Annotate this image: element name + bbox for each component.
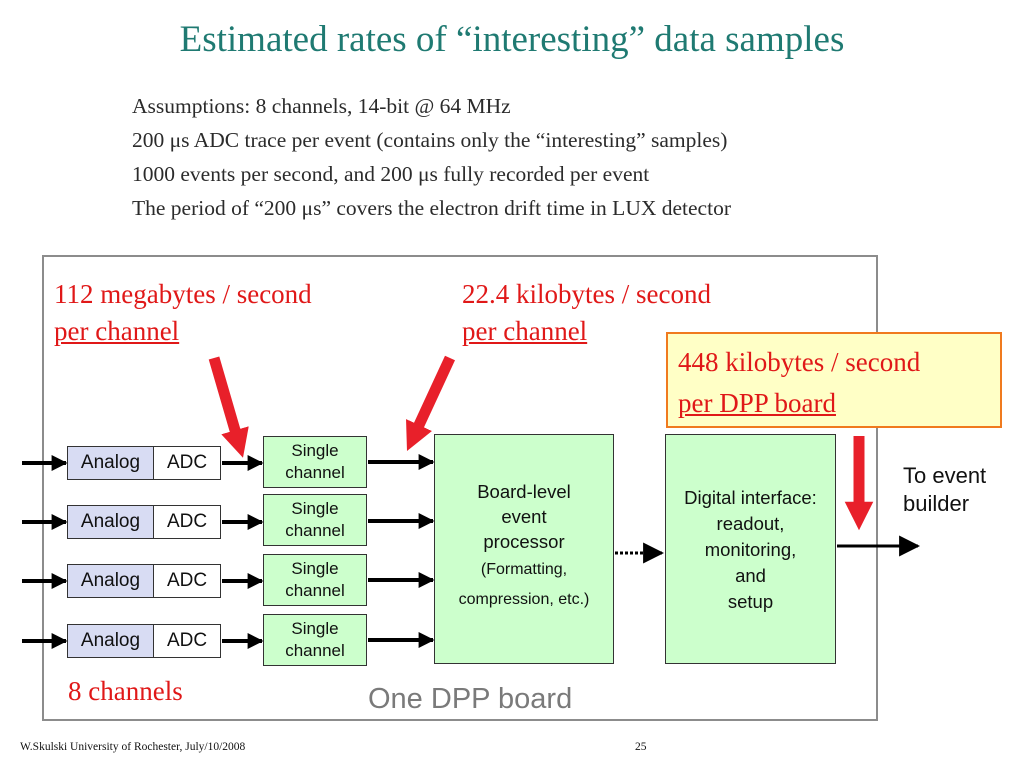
interface-line-3: monitoring, xyxy=(704,539,797,560)
single-channel-box-4: Single channel xyxy=(263,614,367,666)
single-channel-3-line1: Single xyxy=(291,559,339,578)
assumption-line-1: Assumptions: 8 channels, 14-bit @ 64 MHz xyxy=(132,94,511,118)
rate-adc-value: 112 megabytes / second xyxy=(54,279,312,309)
adc-box-4: ADC xyxy=(153,624,221,658)
dpp-board-panel xyxy=(42,255,878,721)
single-channel-3-line2: channel xyxy=(285,581,345,600)
footer-affiliation-text: Rochester, July/10/2008 xyxy=(133,741,246,753)
assumption-line-4: The period of “200 μs” covers the electr… xyxy=(132,196,731,220)
processor-line-1: Board-level xyxy=(477,481,571,502)
interface-line-5: setup xyxy=(727,591,774,612)
footer-page-number: 25 xyxy=(635,741,647,753)
single-channel-4-line1: Single xyxy=(291,619,339,638)
analog-box-4: Analog xyxy=(67,624,154,658)
analog-box-2: Analog xyxy=(67,505,154,539)
processor-line-4: (Formatting, xyxy=(480,561,568,578)
analog-box-3: Analog xyxy=(67,564,154,598)
analog-box-1: Analog xyxy=(67,446,154,480)
interface-line-1: Digital interface: xyxy=(684,487,817,508)
adc-box-2: ADC xyxy=(153,505,221,539)
single-channel-2-line1: Single xyxy=(291,499,339,518)
event-builder-label: To event builder xyxy=(903,462,986,518)
assumption-line-2: 200 μs ADC trace per event (contains onl… xyxy=(132,128,728,152)
processor-line-5: compression, etc.) xyxy=(458,591,590,608)
single-channel-1-line2: channel xyxy=(285,463,345,482)
adc-box-3: ADC xyxy=(153,564,221,598)
adc-box-1: ADC xyxy=(153,446,221,480)
single-channel-1-line1: Single xyxy=(291,441,339,460)
interface-line-4: and xyxy=(735,565,766,586)
rate-label-channel: 22.4 kilobytes / second per channel xyxy=(462,276,711,350)
footer-author-text: W.Skulski University of xyxy=(20,741,132,753)
rate-channel-value: 22.4 kilobytes / second xyxy=(462,279,711,309)
assumption-line-3: 1000 events per second, and 200 μs fully… xyxy=(132,162,650,186)
rate-channel-unit: per channel xyxy=(462,316,588,346)
footer-author: W.Skulski University of Rochester, July/… xyxy=(20,741,245,753)
event-processor-box: Board-level event processor (Formatting,… xyxy=(434,434,614,664)
single-channel-box-3: Single channel xyxy=(263,554,367,606)
channels-count-label: 8 channels xyxy=(68,676,183,706)
rate-board-value: 448 kilobytes / second xyxy=(678,347,921,377)
digital-interface-box: Digital interface: readout, monitoring, … xyxy=(665,434,836,664)
slide-title: Estimated rates of “interesting” data sa… xyxy=(179,19,845,60)
processor-line-2: event xyxy=(501,506,547,527)
rate-board-unit: per DPP board xyxy=(678,388,836,418)
event-builder-line-2: builder xyxy=(903,491,970,516)
interface-line-2: readout, xyxy=(716,513,785,534)
rate-callout-board: 448 kilobytes / second per DPP board xyxy=(666,332,1002,428)
processor-line-3: processor xyxy=(483,531,565,552)
single-channel-box-2: Single channel xyxy=(263,494,367,546)
board-label: One DPP board xyxy=(368,683,573,715)
single-channel-box-1: Single channel xyxy=(263,436,367,488)
single-channel-2-line2: channel xyxy=(285,521,345,540)
rate-label-adc: 112 megabytes / second per channel xyxy=(54,276,312,350)
event-builder-line-1: To event xyxy=(903,463,987,488)
single-channel-4-line2: channel xyxy=(285,641,345,660)
rate-adc-unit: per channel xyxy=(54,316,180,346)
